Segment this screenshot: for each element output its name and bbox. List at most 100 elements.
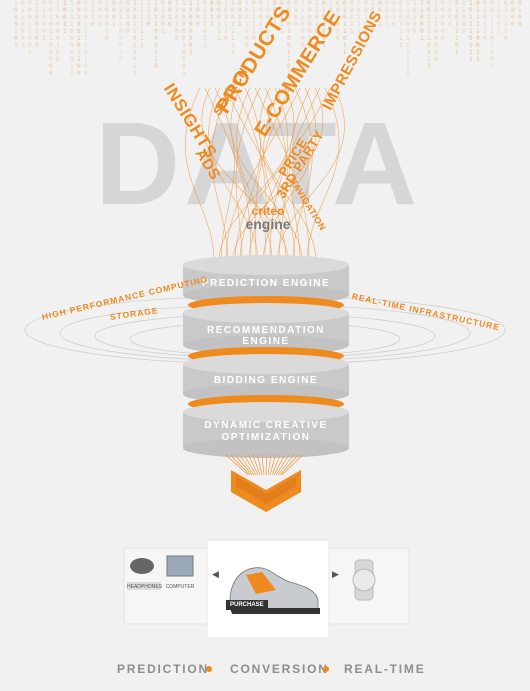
output-line (265, 454, 267, 476)
binary-column: 0 1 0 0 0 1 (42, 0, 46, 42)
funnel-line (276, 87, 345, 263)
binary-column: 0 0 1 1 1 (350, 0, 354, 35)
logo-wordmark: criteo (251, 204, 285, 218)
funnel-line (288, 87, 311, 263)
binary-column: 0 1 0 0 1 (161, 0, 165, 35)
funnel-line (204, 87, 252, 263)
output-line (234, 454, 253, 476)
binary-column: 1 0 0 0 1 0 (105, 0, 109, 42)
prediction-engine-label: PREDICTION ENGINE (201, 278, 331, 289)
binary-column: 1 0 1 0 0 (413, 0, 417, 35)
computer-caption: COMPUTER (165, 584, 195, 590)
bidding-disk-top (183, 354, 349, 374)
binary-column: 1 1 1 0 (147, 0, 151, 28)
funnel-line (211, 87, 231, 263)
logo-subtitle: engine (245, 216, 291, 232)
binary-column: 0 1 1 0 0 0 1 (21, 0, 25, 49)
binary-column: 1 1 1 0 (91, 0, 95, 28)
binary-column: 0 0 0 0 0 1 (308, 0, 312, 42)
funnel-line (224, 87, 296, 263)
binary-column: 1 0 0 1 0 (329, 0, 333, 35)
binary-column: 1 0 0 0 (448, 0, 452, 28)
output-line (252, 454, 261, 476)
funnel-lines (184, 87, 345, 263)
binary-column: 1 0 1 1 1 0 (224, 0, 228, 42)
headphones-label-bg (127, 582, 161, 590)
binary-column: 1 0 0 1 1 1 1 1 (231, 0, 235, 56)
binary-column: 1 0 1 1 0 0 0 0 0 (434, 0, 438, 63)
binary-column: 0 1 0 1 1 1 0 1 (455, 0, 459, 56)
footer-dot (206, 666, 212, 672)
funnel-line (264, 87, 288, 263)
carousel-prev-icon[interactable]: ◀ (212, 570, 219, 580)
criteo-engine-logo: criteo engine (240, 205, 296, 231)
binary-column: 0 1 1 0 (392, 0, 396, 28)
carousel-next-icon[interactable]: ▶ (332, 570, 339, 580)
prediction-disk-top (183, 255, 349, 275)
binary-column: 1 0 0 1 1 (63, 0, 67, 35)
binary-column: 0 0 1 1 (273, 0, 277, 28)
binary-column: 0 0 1 1 1 1 0 1 1 1 (427, 0, 431, 70)
funnel-line (230, 87, 303, 263)
binary-column: 1 0 0 1 1 0 1 1 0 1 1 (133, 0, 137, 77)
output-line (277, 454, 294, 476)
binary-column: 0 1 1 1 1 0 (504, 0, 508, 42)
recommendation-engine-label: RECOMMENDATION ENGINE (206, 325, 326, 347)
binary-column: 0 0 0 1 (112, 0, 116, 28)
funnel-line (235, 87, 261, 263)
purchase-button[interactable]: PURCHASE (226, 600, 268, 610)
binary-column: 0 0 1 0 0 (126, 0, 130, 35)
binary-column: 0 1 1 1 1 (280, 0, 284, 35)
binary-column: 0 0 0 1 1 1 1 (399, 0, 403, 49)
footer-conversion: CONVERSION (230, 662, 329, 676)
computer-image (166, 555, 194, 577)
output-line (257, 454, 263, 476)
footer-realtime: REAL-TIME (344, 662, 426, 676)
binary-column: 0 0 1 1 (378, 0, 382, 28)
binary-column: 1 1 0 0 0 (462, 0, 466, 35)
headphones-caption: HEADPHONES (127, 584, 163, 590)
funnel-line (306, 87, 340, 263)
funnel-line (214, 87, 235, 263)
binary-column: 0 1 0 1 1 0 (483, 0, 487, 42)
output-line (243, 454, 257, 476)
binary-column: 0 0 0 1 1 1 1 0 1 0 0 (84, 0, 88, 77)
binary-column: 0 0 0 0 0 0 (441, 0, 445, 42)
output-line (279, 454, 299, 476)
binary-column: 0 0 0 1 (385, 0, 389, 28)
funnel-line (259, 87, 317, 263)
binary-column: 1 1 1 0 0 0 0 (301, 0, 305, 49)
product-carousel (123, 539, 410, 639)
engine-stack (183, 255, 349, 458)
binary-column: 0 1 0 0 0 0 1 (322, 0, 326, 49)
binary-column: 0 0 0 1 1 (259, 0, 263, 35)
binary-column: 0 1 1 1 0 1 1 (203, 0, 207, 49)
binary-column: 1 1 1 1 0 0 0 0 0 1 1 (70, 0, 74, 77)
funnel-line (201, 87, 289, 263)
output-line (225, 454, 249, 476)
binary-column: 0 0 1 1 (238, 0, 242, 28)
output-chevron (231, 470, 301, 512)
binary-column: 1 0 1 1 0 (371, 0, 375, 35)
output-line (281, 454, 303, 476)
funnel-line (263, 87, 287, 263)
binary-column: 1 1 0 0 1 (497, 0, 501, 35)
binary-column: 0 0 0 0 (98, 0, 102, 28)
output-line (267, 454, 272, 476)
funnel-line (292, 87, 313, 263)
funnel-line (232, 87, 324, 263)
binary-column: 1 1 0 0 1 0 0 (35, 0, 39, 49)
binary-column: 0 0 1 1 1 0 1 1 0 1 (490, 0, 494, 70)
output-line (230, 454, 251, 476)
binary-column: 1 1 0 0 0 1 (420, 0, 424, 42)
binary-column: 1 0 0 0 (196, 0, 200, 28)
binary-column: 0 0 0 1 1 1 (217, 0, 221, 42)
funnel-line (184, 87, 215, 263)
binary-column: 1 0 0 0 0 0 0 1 (189, 0, 193, 56)
binary-column: 1 0 0 0 0 0 1 0 0 0 1 (182, 0, 186, 77)
binary-column: 0 0 1 0 (168, 0, 172, 28)
funnel-line (239, 87, 331, 263)
funnel-line (234, 87, 261, 263)
